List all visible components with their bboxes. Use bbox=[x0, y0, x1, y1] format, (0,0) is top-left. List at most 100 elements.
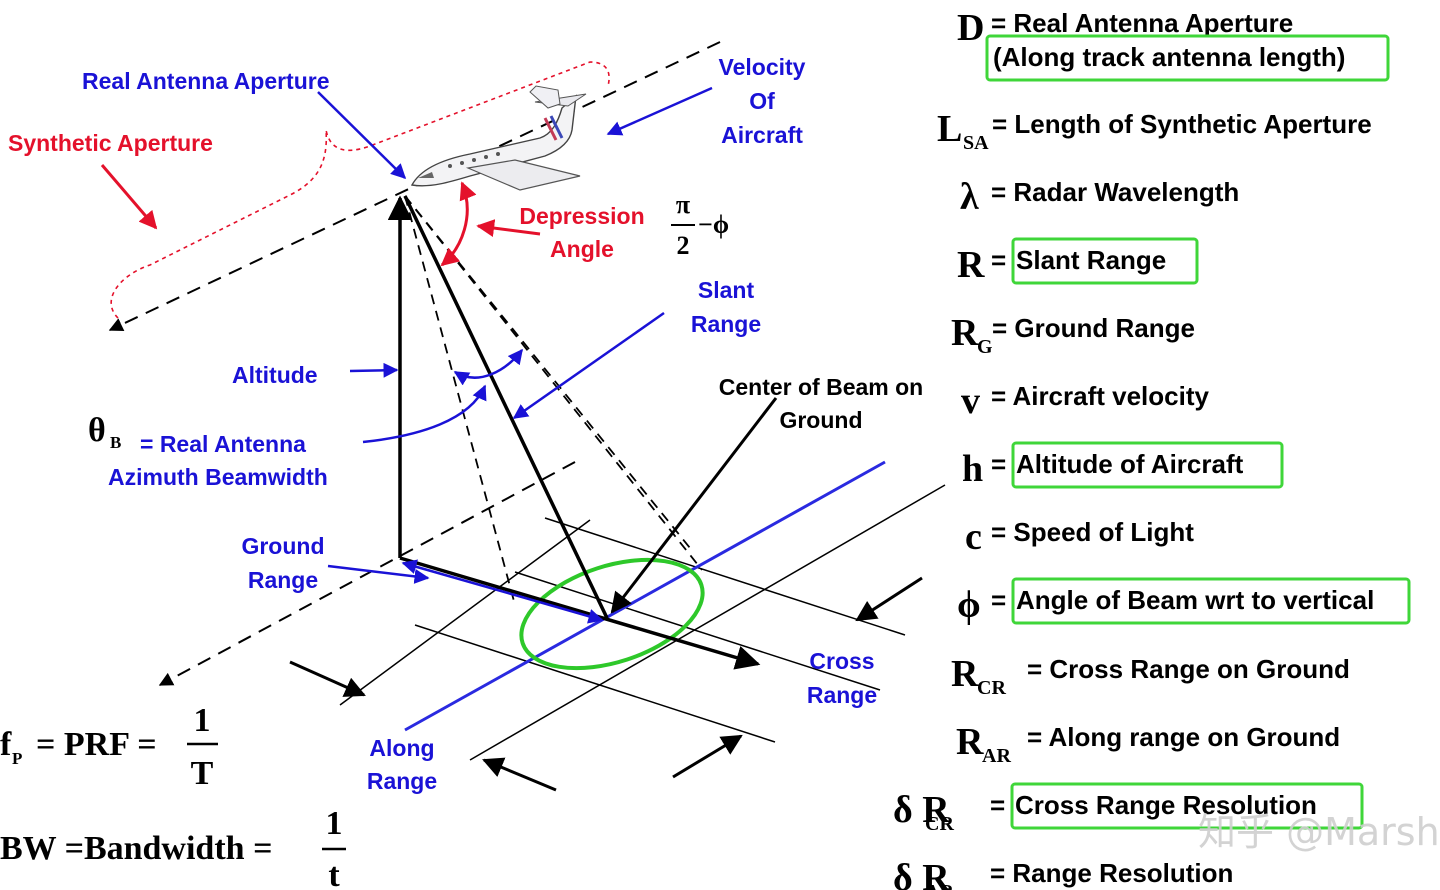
ground-range-label-line1: Ground bbox=[241, 533, 324, 559]
synthetic-aperture-label: Synthetic Aperture bbox=[8, 130, 213, 156]
altitude-pointer-arrow bbox=[349, 362, 399, 378]
center-beam-label-line1: Center of Beam on bbox=[719, 374, 923, 400]
legend-row-11-boxed-text: Cross Range Resolution bbox=[1015, 790, 1317, 820]
legend-row-4-subscript: G bbox=[977, 336, 993, 358]
along-range-label-line2: Range bbox=[367, 768, 437, 794]
legend-row-5-text: = Aircraft velocity bbox=[991, 381, 1210, 411]
legend-row-8-symbol: ϕ bbox=[957, 584, 981, 626]
real-aperture-pointer-arrow bbox=[317, 91, 407, 180]
bw-denominator: t bbox=[328, 857, 340, 890]
depression-pointer-arrow bbox=[476, 219, 541, 237]
depression-minus-phi: −ϕ bbox=[698, 210, 729, 239]
legend-row-8-highlight-box bbox=[1011, 577, 1411, 625]
legend-row-2-text: = Radar Wavelength bbox=[991, 177, 1239, 207]
legend-row-10-subscript: AR bbox=[982, 745, 1011, 767]
legend-row-11-text: = bbox=[990, 790, 1005, 820]
legend-row-7-symbol: c bbox=[965, 516, 982, 558]
along-range-label-line1: Along bbox=[369, 735, 434, 761]
cross-range-label-line1: Cross bbox=[809, 648, 874, 674]
slant-range-line bbox=[403, 195, 609, 619]
depression-two: 2 bbox=[677, 231, 690, 260]
ground-range-double-arrow bbox=[401, 559, 604, 624]
ground-range-pointer-arrow bbox=[327, 564, 430, 584]
legend-row-0-symbol: D bbox=[957, 7, 984, 49]
legend-row-3-symbol: R bbox=[957, 244, 985, 286]
real-antenna-aperture-label: Real Antenna Aperture bbox=[82, 68, 330, 94]
legend-row-4-text: = Ground Range bbox=[992, 313, 1195, 343]
legend-row-3-text: = bbox=[991, 245, 1006, 275]
legend-row-8-text: = bbox=[991, 585, 1006, 615]
legend-row-1-subscript: SA bbox=[963, 132, 989, 154]
symbol-legend: D= Real Antenna Aperture (Along track ant… bbox=[893, 7, 1411, 890]
beamwidth-arc bbox=[453, 348, 523, 386]
velocity-label-line3: Aircraft bbox=[721, 122, 803, 148]
flight-path-line bbox=[108, 41, 721, 331]
legend-row-6-text: = bbox=[991, 449, 1006, 479]
legend-row-12-symbol: δ R bbox=[893, 857, 950, 890]
legend-row-0-highlight-box bbox=[985, 34, 1390, 82]
legend-row-0-text2: (Along track antenna length) bbox=[993, 42, 1345, 72]
legend-row-6-boxed-text: Altitude of Aircraft bbox=[1016, 449, 1244, 479]
slant-pointer-arrow bbox=[512, 311, 665, 420]
prf-lhs: f bbox=[0, 726, 12, 763]
legend-row-4-symbol: R bbox=[951, 312, 979, 354]
altitude-label: Altitude bbox=[232, 362, 318, 388]
legend-row-11-symbol: δ R bbox=[893, 789, 950, 831]
velocity-pointer-arrow bbox=[606, 86, 713, 136]
legend-row-12-subscript: AR bbox=[925, 881, 954, 890]
legend-row-9-symbol: R bbox=[951, 653, 979, 695]
legend-row-12-text: = Range Resolution bbox=[990, 858, 1233, 888]
legend-row-11-highlight-box bbox=[1010, 782, 1364, 830]
legend-row-2-symbol: λ bbox=[960, 176, 979, 218]
legend-row-10-text: = Along range on Ground bbox=[1027, 722, 1340, 752]
legend-row-1-symbol: L bbox=[937, 108, 962, 150]
legend-row-3-highlight-box bbox=[1011, 237, 1199, 285]
slant-label-line1: Slant bbox=[698, 277, 755, 303]
bandwidth-formula: BW =Bandwidth = 1 t bbox=[0, 805, 346, 890]
along-track-line bbox=[404, 460, 886, 732]
prf-formula: f P = PRF = 1 T bbox=[0, 702, 218, 792]
aircraft-icon bbox=[410, 85, 587, 191]
depression-label-line1: Depression bbox=[519, 203, 644, 229]
synthetic-aperture-pointer-arrow bbox=[100, 164, 158, 230]
theta-symbol: θ bbox=[88, 412, 106, 449]
center-beam-pointer-arrow bbox=[610, 397, 778, 614]
legend-row-5-symbol: v bbox=[961, 380, 980, 422]
velocity-label-line2: Of bbox=[749, 88, 775, 114]
cross-range-arrow-left bbox=[289, 660, 366, 697]
legend-row-3-boxed-text: Slant Range bbox=[1016, 245, 1166, 275]
along-range-arrow-right bbox=[672, 734, 743, 779]
watermark-text: 知乎 @Marshall Over bbox=[1198, 810, 1440, 854]
bw-numerator: 1 bbox=[326, 805, 343, 842]
prf-subscript: P bbox=[12, 749, 22, 768]
depression-label-line2: Angle bbox=[550, 236, 614, 262]
beamwidth-label-line2: Azimuth Beamwidth bbox=[108, 464, 328, 490]
legend-row-9-subscript: CR bbox=[977, 677, 1006, 699]
prf-mid: = PRF = bbox=[36, 726, 157, 763]
beamwidth-pointer-arrow bbox=[362, 384, 487, 444]
prf-numerator: 1 bbox=[194, 702, 211, 739]
legend-row-9-text: = Cross Range on Ground bbox=[1027, 654, 1350, 684]
beamwidth-label-line1: = Real Antenna bbox=[140, 431, 306, 457]
ground-reference-line bbox=[158, 461, 576, 686]
depression-angle-arc bbox=[440, 181, 477, 267]
legend-row-6-symbol: h bbox=[962, 448, 983, 490]
legend-row-0-text: = Real Antenna Aperture bbox=[991, 8, 1293, 38]
legend-row-7-text: = Speed of Light bbox=[991, 517, 1194, 547]
legend-row-10-symbol: R bbox=[956, 721, 984, 763]
synthetic-aperture-bracket bbox=[110, 61, 610, 319]
legend-row-8-boxed-text: Angle of Beam wrt to vertical bbox=[1016, 585, 1374, 615]
velocity-label-line1: Velocity bbox=[719, 54, 806, 80]
theta-subscript: B bbox=[110, 433, 121, 452]
cross-range-arrow-right bbox=[855, 576, 923, 622]
depression-pi: π bbox=[676, 190, 690, 219]
ground-grid bbox=[339, 484, 946, 761]
prf-denominator: T bbox=[191, 755, 214, 792]
center-beam-label-line2: Ground bbox=[779, 407, 862, 433]
cross-range-label-line2: Range bbox=[807, 682, 877, 708]
legend-row-1-text: = Length of Synthetic Aperture bbox=[992, 109, 1372, 139]
slant-label-line2: Range bbox=[691, 311, 761, 337]
ground-range-label-line2: Range bbox=[248, 567, 318, 593]
